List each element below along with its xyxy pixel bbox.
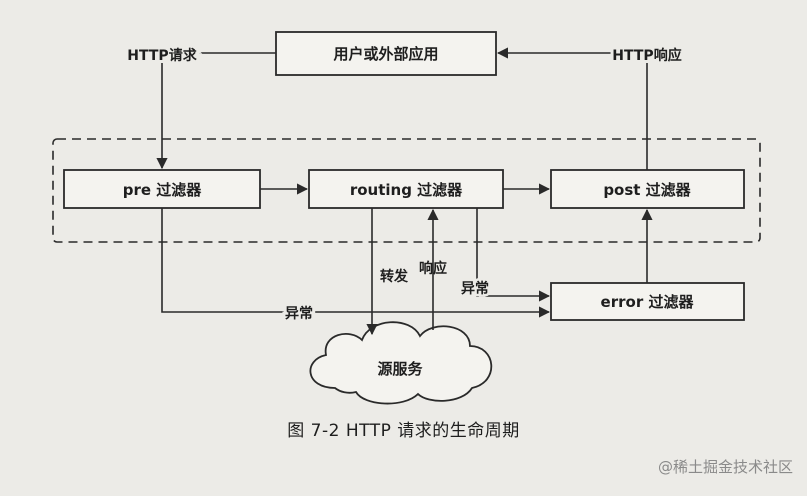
- edge-pre-exception: [161, 208, 551, 318]
- client-node: 用户或外部应用: [275, 31, 497, 76]
- origin-service-label: 源服务: [377, 360, 423, 378]
- label-response: 响应: [419, 260, 447, 277]
- client-label: 用户或外部应用: [333, 45, 438, 63]
- pre-filter-label: pre 过滤器: [123, 181, 203, 199]
- post-filter-label: post 过滤器: [603, 181, 691, 199]
- label-forward: 转发: [380, 268, 409, 285]
- error-filter-label: error 过滤器: [601, 293, 695, 311]
- routing-filter-label: routing 过滤器: [350, 181, 463, 199]
- label-exception-routing: 异常: [461, 280, 489, 297]
- edge-http-response: [496, 47, 648, 170]
- label-http-request: HTTP请求: [127, 47, 197, 64]
- origin-service-cloud: 源服务: [309, 321, 493, 405]
- watermark: @稀土掘金技术社区: [657, 458, 793, 476]
- error-filter-node: error 过滤器: [550, 282, 745, 321]
- figure-caption: 图 7-2 HTTP 请求的生命周期: [287, 421, 520, 441]
- post-filter-node: post 过滤器: [550, 169, 745, 209]
- edge-http-request: [156, 52, 276, 170]
- edge-routing-exception: [476, 208, 551, 302]
- filter-chain-group: [52, 138, 761, 243]
- routing-filter-node: routing 过滤器: [308, 169, 504, 209]
- pre-filter-node: pre 过滤器: [63, 169, 261, 209]
- label-exception-pre: 异常: [285, 305, 313, 322]
- label-http-response: HTTP响应: [612, 47, 681, 64]
